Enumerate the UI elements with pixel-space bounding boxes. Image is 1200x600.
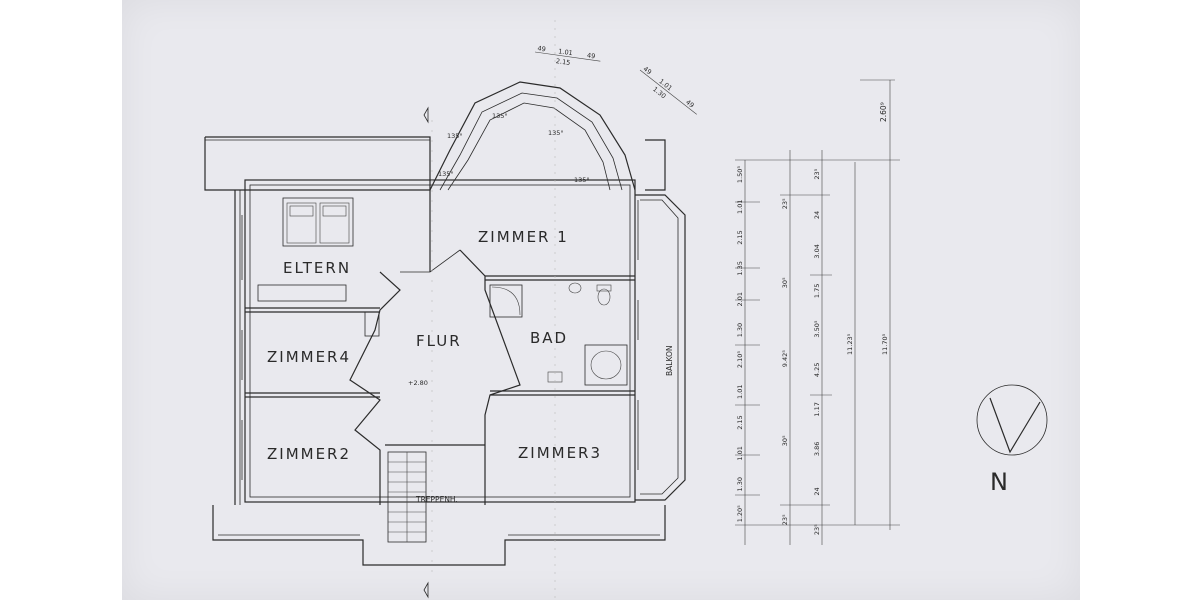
dimension-value: 1.17 [813, 402, 821, 416]
dimension-value: 1.35 [736, 261, 744, 275]
vertical-dimensions [735, 79, 900, 545]
dim-text: 2.15 [555, 57, 570, 67]
top-height-dimension: 2.60⁹ [879, 102, 888, 122]
dimension-value: 23⁵ [813, 524, 821, 535]
angle-label: 135° [574, 176, 590, 184]
dimension-value: 1.75 [813, 284, 821, 298]
bathtub [584, 344, 628, 386]
dimension-value: 1.01 [736, 384, 744, 398]
dimension-value: 4.25 [813, 363, 821, 377]
shower [489, 284, 523, 318]
angle-label: 135° [447, 132, 463, 140]
dimension-chain-1: 1.50⁵ 1.01 2.15 1.35 2.01 1.30 2.10⁵ 1.01 2.15 1.… [736, 166, 744, 523]
room-label-zimmer2: ZIMMER2 [267, 445, 351, 463]
dimension-value: 9.42⁵ [781, 350, 789, 367]
room-label-eltern: ELTERN [283, 259, 351, 277]
eaves-outline [204, 136, 666, 566]
dimension-chain-2: 23⁵ 30⁵ 9.42⁵ 30⁵ 23⁵ [781, 198, 789, 525]
exterior-walls [244, 179, 636, 503]
room-label-zimmer3: ZIMMER3 [518, 444, 602, 462]
bay-window [429, 81, 636, 191]
section-marker-top [423, 106, 429, 124]
room-label-treppen: TREPPENH. [415, 495, 458, 504]
interior-walls [245, 190, 635, 505]
dimension-value: 1.01 [736, 199, 744, 213]
dimension-value: 1.50⁵ [736, 166, 744, 183]
angle-label: 135° [548, 129, 564, 137]
dimension-value: 2.15 [736, 230, 744, 244]
dim-text: 1.01 [558, 47, 573, 57]
double-bed [282, 197, 354, 247]
bay-top-dimension: 49 1.01 49 2.15 [534, 44, 601, 67]
drawing-sheet [122, 0, 1080, 600]
dimension-value: 1.30 [736, 323, 744, 337]
angle-label: 135° [438, 170, 454, 178]
dimension-value: 23⁵ [813, 168, 821, 179]
dimension-value: 30⁵ [781, 277, 789, 288]
dimension-value: 23⁵ [781, 514, 789, 525]
dimension-value: 23⁵ [781, 198, 789, 209]
room-label-flur: FLUR [416, 332, 462, 350]
dimension-value: 1.01 [736, 446, 744, 460]
section-marker-bottom [423, 581, 429, 599]
total-dimension-2: 11.70⁵ [881, 333, 889, 355]
wardrobe [257, 284, 347, 302]
dimension-value: 1.20⁵ [736, 505, 744, 522]
toilet [596, 284, 612, 306]
dimension-value: 24 [813, 487, 821, 495]
level-annotation: +2.80 [408, 379, 428, 387]
dim-text: 49 [586, 51, 595, 60]
room-label-zimmer4: ZIMMER4 [267, 348, 351, 366]
north-label: N [990, 468, 1008, 496]
dim-text: 49 [684, 98, 695, 109]
north-arrow: N [976, 384, 1048, 496]
dimension-value: 2.10⁵ [736, 351, 744, 368]
window-marks [241, 200, 639, 480]
dimension-value: 30⁵ [781, 435, 789, 446]
dimension-value: 2.01 [736, 292, 744, 306]
dimension-value: 3.86 [813, 442, 821, 456]
sink [568, 282, 582, 294]
dim-text: 49 [642, 65, 653, 76]
room-label-bad: BAD [530, 329, 568, 347]
desk [364, 311, 380, 337]
balcony [635, 194, 686, 501]
dimension-value: 3.50⁵ [813, 320, 821, 337]
dimension-value: 2.15 [736, 415, 744, 429]
dimension-value: 24 [813, 211, 821, 219]
dimension-chain-3: 23⁵ 24 3.04 1.75 3.50⁵ 4.25 1.17 3.86 24 23⁵ [813, 168, 821, 535]
room-label-zimmer1: ZIMMER 1 [478, 228, 569, 246]
bay-right-dimension: 49 1.01 1.30 49 [639, 65, 697, 115]
total-dimension-1: 11.23⁵ [846, 333, 854, 355]
dimension-value: 3.04 [813, 244, 821, 258]
dim-text: 49 [537, 44, 546, 53]
angle-label: 135° [492, 112, 508, 120]
room-label-balkon: BALKON [665, 346, 674, 376]
staircase [387, 451, 427, 543]
dimension-value: 1.30 [736, 477, 744, 491]
